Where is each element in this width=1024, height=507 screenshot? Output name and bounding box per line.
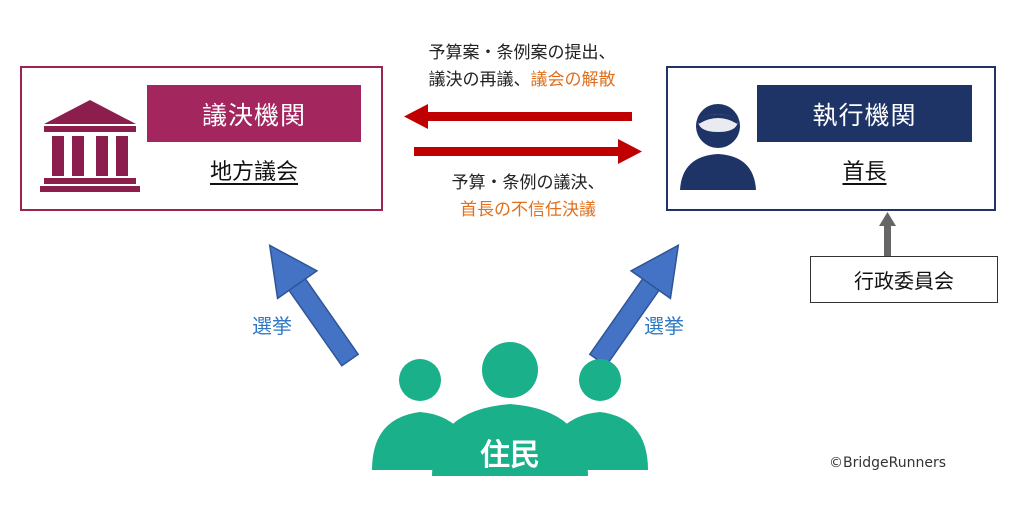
exec-to-leg-line2-plain: 議決の再議、 — [428, 70, 531, 90]
exec-to-leg-label: 予算案・条例案の提出、 議決の再議、議会の解散 — [404, 40, 640, 94]
exec-to-leg-line2: 議決の再議、議会の解散 — [404, 67, 640, 94]
executive-name: 首長 — [842, 160, 887, 185]
legislature-banner: 議決機関 — [147, 85, 361, 142]
executive-banner: 執行機関 — [757, 85, 972, 142]
group-icon — [372, 342, 648, 476]
election-arrow-right — [588, 243, 680, 367]
executive-box: 執行機関 首長 — [666, 66, 996, 211]
leg-to-exec-line2: 首長の不信任決議 — [460, 200, 596, 220]
courthouse-icon — [40, 100, 140, 192]
election-arrow-left — [268, 243, 360, 367]
leg-to-exec-line1: 予算・条例の議決、 — [451, 173, 605, 193]
person-icon — [680, 104, 756, 190]
election-label-left: 選挙 — [252, 314, 292, 338]
leg-to-exec-label: 予算・条例の議決、 首長の不信任決議 — [414, 170, 642, 224]
election-label-right: 選挙 — [644, 314, 684, 338]
exec-to-leg-line1: 予算案・条例案の提出、 — [428, 43, 616, 63]
credit-text: ©BridgeRunners — [829, 455, 947, 471]
red-arrow-right — [414, 139, 642, 164]
residents-label: 住民 — [480, 438, 540, 473]
red-arrow-left — [404, 104, 632, 129]
gray-arrow-up — [879, 212, 896, 256]
legislature-name: 地方議会 — [209, 160, 298, 185]
admin-committee-box: 行政委員会 — [810, 256, 998, 303]
exec-to-leg-line2-highlight: 議会の解散 — [530, 70, 616, 90]
legislature-box: 議決機関 地方議会 — [20, 66, 383, 211]
